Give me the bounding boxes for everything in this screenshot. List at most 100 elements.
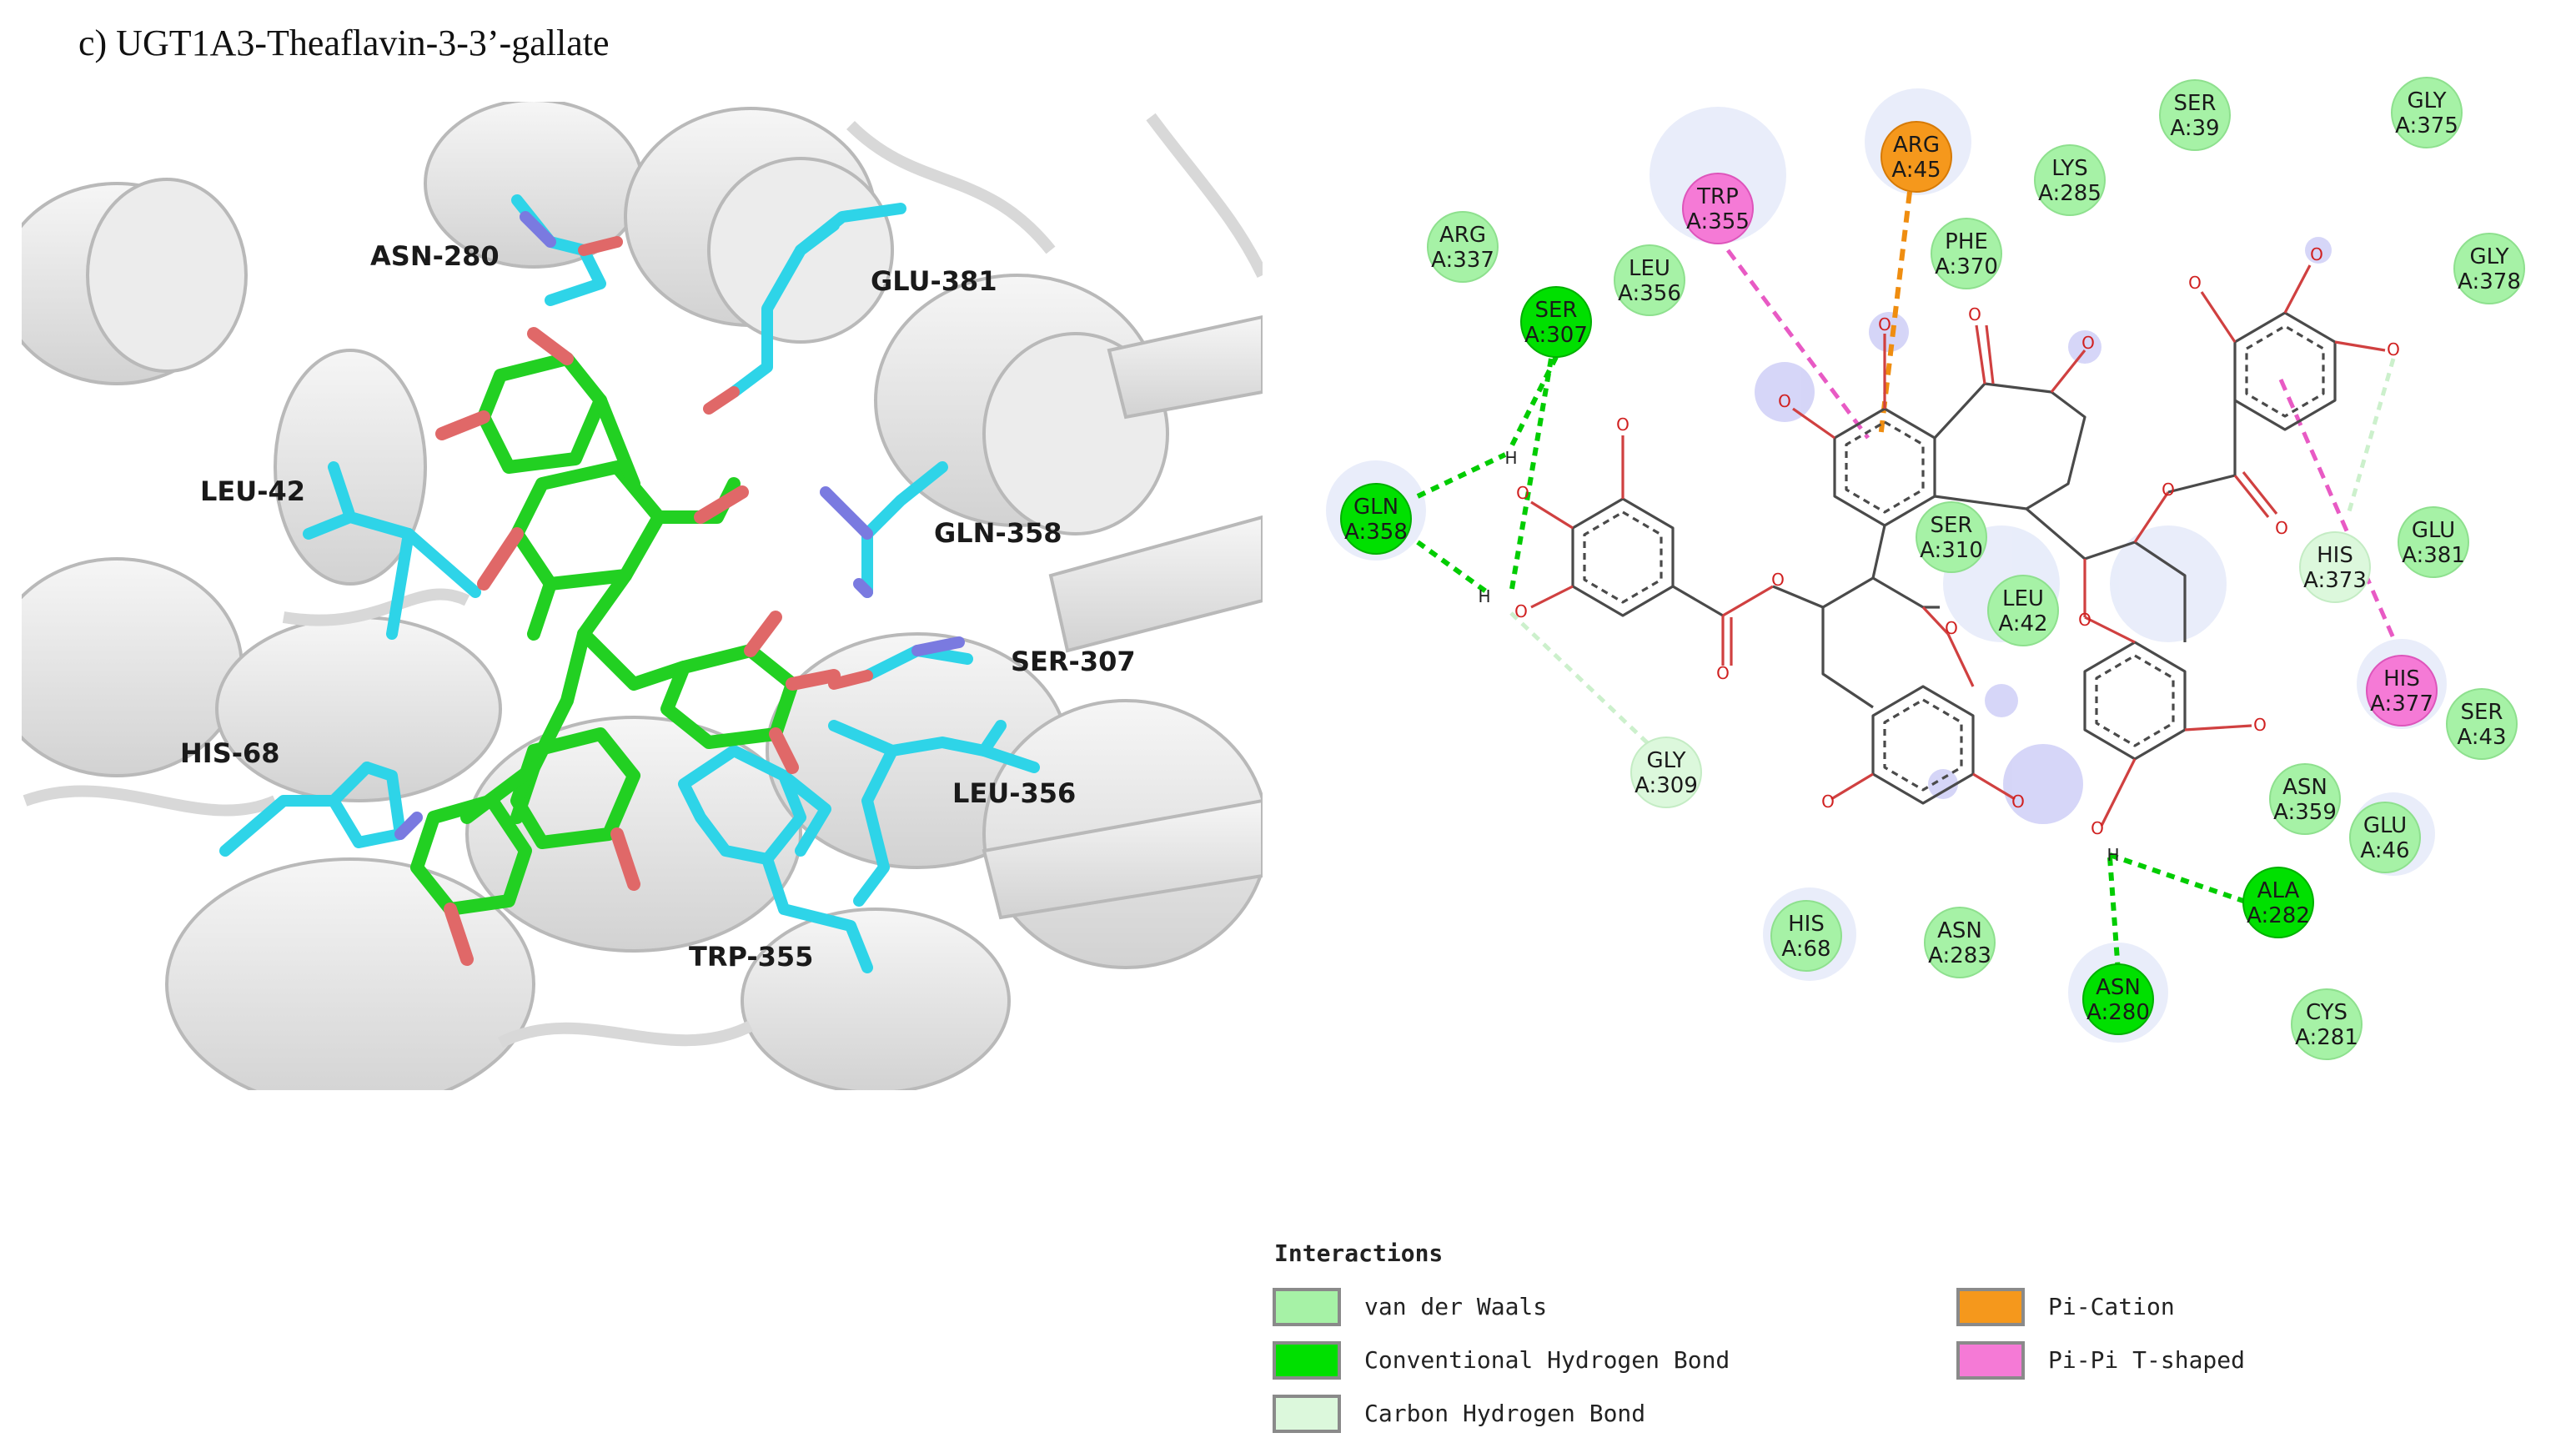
residue-disc [2391,77,2463,148]
residue-disc [1630,737,1702,808]
ligand-sticks [410,327,841,966]
residue-nodes: ARGA:45TRPA:355SERA:39GLYA:375LYSA:285AR… [1340,77,2525,1060]
hydrogen-label: H [2106,845,2119,865]
legend-item-pi-cation: Pi-Cation [1956,1288,2175,1326]
residue-name: ASN [2096,975,2141,1000]
residue-disc [1924,907,1996,978]
residue-disc [2446,688,2518,760]
residue-id: A:307 [1524,323,1588,348]
oxygen-label: O [1945,618,1958,638]
oxygen-label: O [2078,610,2091,630]
interaction-2d-diagram: O O O O O O O O O O O O O O O O O O O O [1273,77,2525,1433]
residue-name: LEU [2002,586,2044,611]
residue-id: A:285 [2038,181,2101,206]
oxygen-label: O [1778,391,1791,411]
residue-id: A:39 [2170,116,2219,141]
label-leu-42: LEU-42 [200,475,305,507]
residue-name: GLU [2363,813,2407,838]
residue-disc [1520,286,1592,358]
legend-swatch [1273,1341,1341,1380]
oxygen-label: O [2387,339,2400,359]
label-gln-358: GLN-358 [934,517,1062,549]
hydrogen-label: H [1504,448,1517,468]
oxygen-label: O [2253,715,2267,735]
residue-disc [1881,121,1952,193]
legend-swatch [1273,1288,1341,1326]
residue-disc [2242,867,2314,938]
residue-id: A:42 [1998,611,2047,636]
residue-name: HIS [2317,543,2353,568]
legend-swatch [1956,1341,2025,1380]
legend-label: Conventional Hydrogen Bond [1364,1346,1730,1374]
residue-name: LYS [2051,156,2087,181]
residue-disc [2349,802,2421,873]
label-glu-381: GLU-381 [871,265,997,297]
protein-ribbon [22,102,1263,1090]
oxygen-label: O [2310,244,2323,264]
legend-item-conv-hbond: Conventional Hydrogen Bond [1273,1341,1730,1380]
residue-id: A:309 [1634,773,1698,798]
residue-name: TRP [1696,184,1739,209]
residue-id: A:358 [1344,520,1408,545]
residue-name: ASN [1937,918,1982,943]
label-asn-280: ASN-280 [370,240,500,272]
residue-disc [1987,575,2059,646]
residue-name: GLY [2407,88,2446,113]
residue-name: HIS [1788,912,1825,937]
residue-id: A:373 [2303,568,2367,593]
panel-title: c) UGT1A3-Theaflavin-3-3’-gallate [78,23,609,63]
legend-title: Interactions [1274,1239,1443,1267]
residue-id: A:355 [1686,209,1750,234]
oxygen-label: O [1716,663,1730,683]
residue-name: SER [2174,91,2217,116]
residue-id: A:377 [2370,691,2433,716]
residue-name: ARG [1893,133,1940,158]
legend-swatch [1273,1395,1341,1433]
legend-label: Carbon Hydrogen Bond [1364,1400,1645,1427]
residue-id: A:46 [2360,838,2409,863]
oxygen-label: O [1514,601,1528,621]
residue-disc [1340,483,1412,555]
legend-label: Pi-Cation [2048,1293,2175,1320]
residue-id: A:356 [1618,281,1681,306]
residue-disc [2159,79,2231,151]
residue-disc [2366,655,2438,726]
residue-disc [1931,218,2002,289]
residue-name: GLU [2412,518,2455,543]
residue-disc [2398,506,2469,578]
oxygen-label: O [2091,818,2104,838]
residue-name: GLY [1646,748,1685,773]
residue-name: SER [1535,298,1578,323]
residue-id: A:283 [1928,943,1991,968]
hydrogen-label: H [1478,586,1490,606]
residue-name: ALA [2257,878,2300,903]
label-ser-307: SER-307 [1011,646,1136,677]
residue-id: A:43 [2457,725,2506,750]
residue-disc [1682,173,1754,244]
residue-disc [2269,763,2341,835]
oxygen-label: O [1616,415,1629,435]
oxygen-label: O [1771,570,1785,590]
atom-labels: O O O O O O O O O O O O O O O O O O O O [1478,244,2399,865]
residue-disc [2034,144,2106,216]
legend-item-pi-pi-t: Pi-Pi T-shaped [1956,1341,2245,1380]
